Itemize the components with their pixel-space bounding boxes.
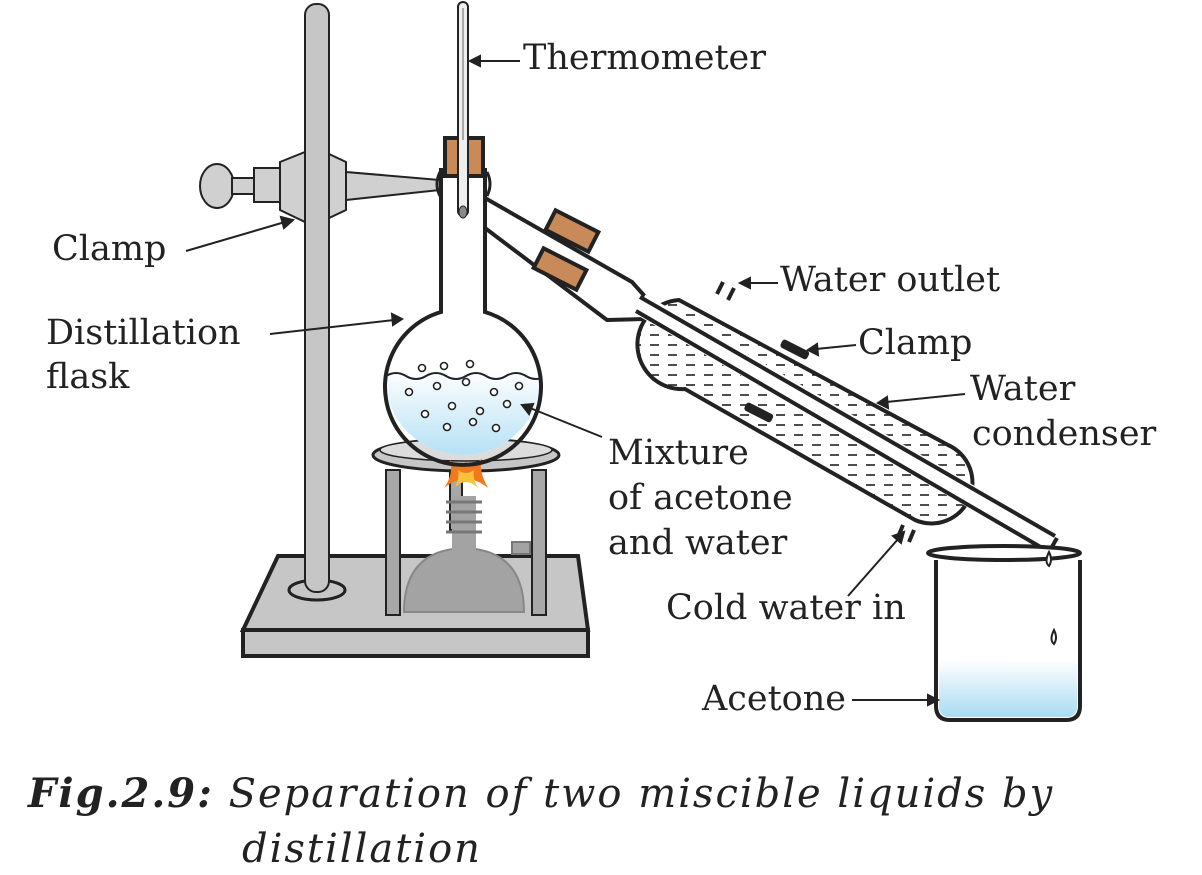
water-condenser	[634, 281, 1062, 556]
label-clamp-right: Clamp	[858, 323, 973, 363]
label-mixture-line2: of acetone	[608, 478, 793, 518]
distillation-flask	[383, 136, 543, 467]
caption-text-line1: Separation of two miscible liquids by	[228, 771, 1055, 817]
figure-caption-line2: distillation	[242, 823, 482, 875]
label-cold-water-in: Cold water in	[666, 588, 906, 628]
figure-caption-line1: Fig.2.9: Separation of two miscible liqu…	[28, 768, 1054, 820]
label-clamp-left: Clamp	[52, 229, 167, 269]
label-mixture-line1: Mixture	[608, 433, 749, 473]
beaker	[926, 544, 1082, 722]
label-water-condenser-line2: condenser	[972, 414, 1157, 454]
delivery-tube	[483, 196, 652, 322]
label-water-condenser-line1: Water	[970, 369, 1076, 409]
label-water-outlet: Water outlet	[780, 260, 1001, 300]
label-mixture-line3: and water	[608, 523, 788, 563]
label-distillation-flask-line2: flask	[46, 357, 130, 397]
thermometer	[457, 1, 469, 219]
caption-text-line2: distillation	[242, 826, 482, 872]
figure-number: Fig.2.9:	[28, 770, 214, 817]
label-thermometer: Thermometer	[523, 38, 767, 78]
label-acetone: Acetone	[702, 679, 846, 719]
stand-rod	[304, 3, 330, 593]
label-arrows	[185, 54, 966, 707]
burner	[402, 458, 531, 613]
label-distillation-flask-line1: Distillation	[46, 313, 241, 353]
